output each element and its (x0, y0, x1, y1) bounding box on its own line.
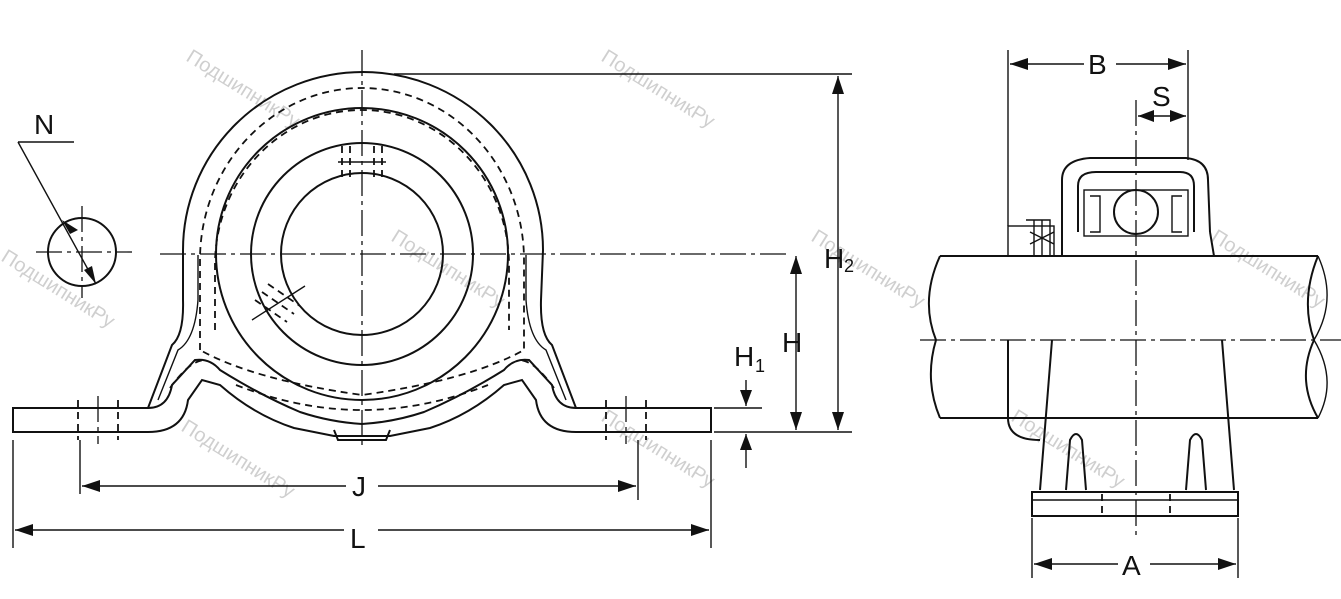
side-base-plate (1031, 491, 1239, 517)
housing-rib-right (1185, 433, 1207, 491)
dim-label-n: N (34, 109, 54, 140)
front-dimensions: H 2 H H 1 J L (12, 73, 854, 554)
dim-label-h2: H 2 (824, 243, 854, 276)
housing-outline (147, 71, 577, 409)
bolt-hole-right (605, 396, 647, 444)
housing-pedestal (1039, 339, 1235, 491)
dim-label-j: J (352, 471, 366, 502)
dim-label-l: L (350, 523, 366, 554)
side-view (920, 100, 1341, 536)
dim-label-h: H (782, 327, 802, 358)
watermark: ПодшипникРу (597, 406, 718, 493)
shaft-break-left (927, 255, 941, 419)
watermark: ПодшипникРу (387, 226, 508, 313)
set-screw-angled (251, 283, 306, 323)
housing-cap-sides (1061, 231, 1215, 257)
svg-text:H: H (734, 341, 754, 372)
locking-collar (1007, 225, 1055, 257)
bolt-hole-left (77, 396, 119, 444)
housing-shoulder-right (525, 255, 567, 401)
housing-shoulder-left (157, 255, 199, 401)
dim-label-a: A (1122, 550, 1141, 581)
front-view (12, 50, 790, 450)
svg-text:H: H (824, 243, 844, 274)
housing-rib-left (1065, 433, 1087, 491)
dim-label-b: B (1088, 49, 1107, 80)
watermark: ПодшипникРу (0, 246, 118, 333)
housing-cap-inner (1077, 171, 1195, 232)
watermark: ПодшипникРу (597, 46, 718, 133)
hidden-bottom-arc (235, 384, 489, 411)
housing-lower-left (1007, 340, 1041, 441)
housing-bottom-notch (333, 429, 391, 441)
base-plate (12, 358, 712, 437)
watermark: ПодшипникРу (1207, 226, 1328, 313)
svg-text:2: 2 (844, 256, 854, 276)
watermark: ПодшипникРу (177, 416, 298, 503)
side-dimensions: B S A (1007, 48, 1239, 581)
hidden-contour-outer (199, 87, 525, 396)
svg-text:1: 1 (755, 356, 765, 376)
housing-cap-outer (1061, 157, 1211, 233)
dim-label-h1: H 1 (734, 341, 765, 376)
shaft (940, 255, 1318, 419)
hidden-fillets (169, 359, 555, 389)
dim-label-s: S (1152, 81, 1171, 112)
bolt-hole-detail: N (17, 109, 132, 298)
